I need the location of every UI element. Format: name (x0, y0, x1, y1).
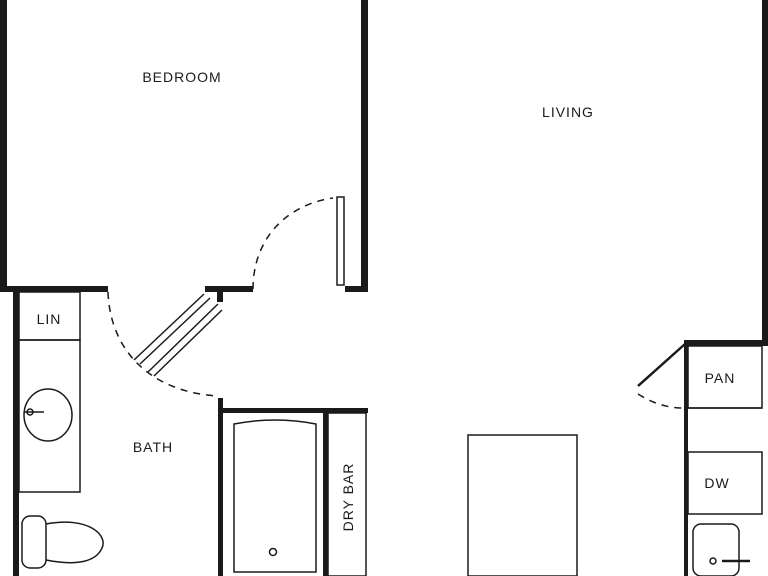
wall-living-bottom-right (684, 340, 768, 346)
label-bedroom: BEDROOM (142, 69, 221, 85)
bath-door-leaf-line-4 (153, 309, 223, 377)
kitchen-sink-drain (709, 557, 717, 565)
wall-bath-left (13, 292, 19, 576)
vanity (18, 339, 81, 493)
kitchen-island-counter (467, 434, 578, 576)
wall-divider-foot (345, 286, 368, 292)
sink-drain (26, 408, 34, 416)
wall-tub-left (218, 398, 223, 576)
bathtub (233, 419, 317, 573)
bedroom-door-leaf (336, 196, 345, 286)
wall-door-jamb (217, 286, 223, 302)
bathtub-drain (268, 547, 278, 557)
label-living: LIVING (542, 104, 594, 120)
wall-tub-right (323, 408, 328, 576)
wall-bedroom-right (361, 0, 368, 292)
bedroom-door-swing (252, 197, 334, 290)
toilet-bowl (45, 521, 104, 564)
dishwasher-outline (687, 451, 763, 515)
wall-kitchen-left (684, 340, 688, 576)
label-pantry: PAN (705, 370, 736, 386)
bathtub-basin (233, 419, 317, 573)
bath-door-swing (107, 291, 219, 397)
toilet-tank (21, 515, 47, 569)
bath-door (107, 291, 223, 397)
dry-bar-counter (327, 412, 367, 576)
kitchen-cabinets (637, 343, 763, 576)
dry-bar (327, 412, 367, 576)
bath-door-leaf-line-2 (139, 297, 211, 365)
label-dishwasher: DW (704, 475, 729, 491)
vanity-counter (18, 339, 81, 493)
wall-tub-top (218, 408, 368, 413)
bath-door-leaf-line-1 (133, 293, 205, 361)
bath-door-leaf-line-3 (147, 303, 219, 373)
kitchen-island (467, 434, 578, 576)
label-linen: LIN (37, 311, 62, 327)
wall-bedroom-bottom-left (0, 286, 108, 292)
label-dry-bar: DRY BAR (340, 463, 356, 532)
wall-bedroom-left (0, 0, 7, 292)
wall-bedroom-bottom-right (205, 286, 253, 292)
wall-living-right (762, 0, 768, 346)
label-bath: BATH (133, 439, 173, 455)
toilet (21, 515, 104, 569)
kitchen-sink (692, 523, 740, 576)
pantry-door-leaf (637, 343, 686, 387)
bedroom-door (252, 196, 345, 290)
sink-basin (23, 388, 73, 442)
pantry-door-swing (637, 393, 685, 409)
